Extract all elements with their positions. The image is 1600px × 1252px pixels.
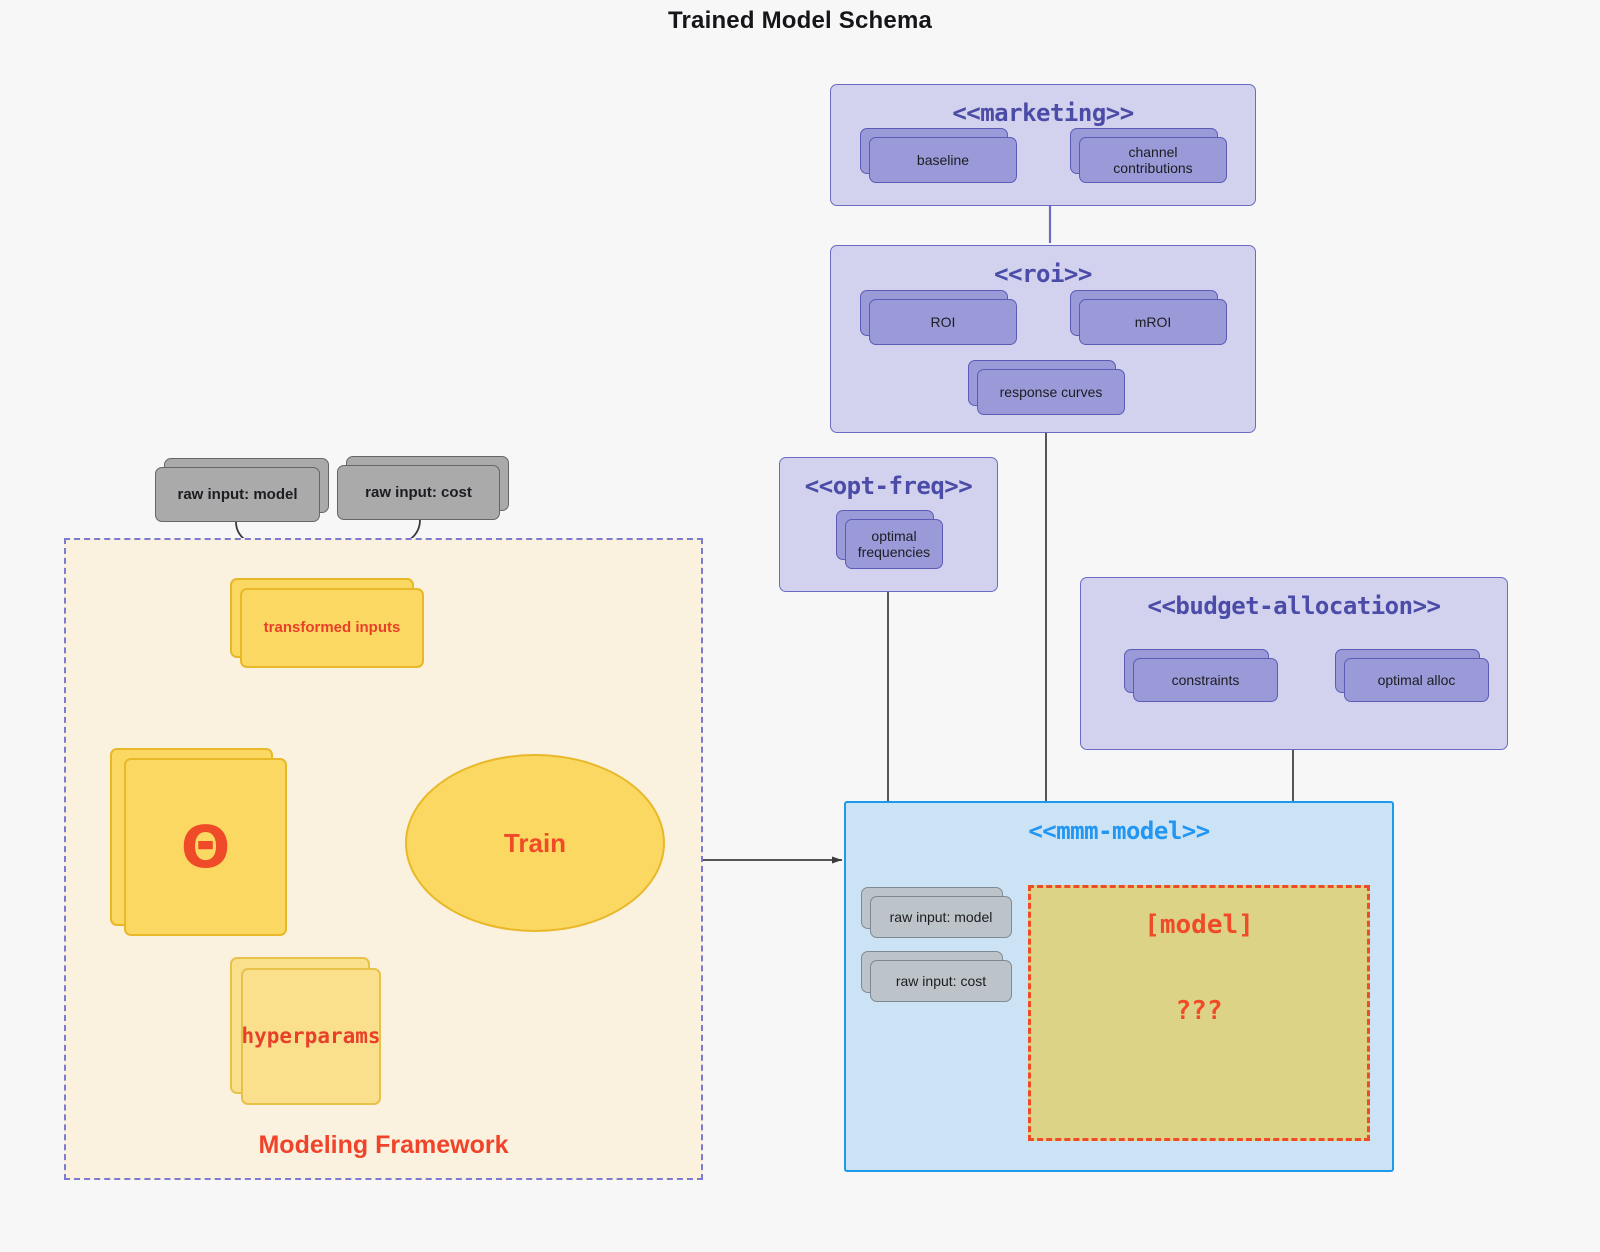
artifact-label: mROI (1134, 313, 1172, 330)
artifact-mroi[interactable]: mROI (1070, 290, 1227, 345)
card-face (870, 960, 1012, 1002)
artifact-roi[interactable]: ROI (860, 290, 1017, 345)
card-face (869, 137, 1017, 183)
modeling-framework-label: Modeling Framework (258, 1131, 509, 1159)
artifact-optimal-frequencies[interactable]: optimal frequencies (836, 510, 943, 569)
artifact-baseline[interactable]: baseline (860, 128, 1017, 183)
card-face (870, 896, 1012, 938)
package-roi[interactable]: <<roi>> ROI mROI response curves (830, 245, 1256, 433)
card-face (869, 299, 1017, 345)
card-face (1079, 299, 1227, 345)
artifact-label: constraints (1171, 671, 1240, 688)
artifact-label-line2: frequencies (857, 544, 931, 560)
card-face (241, 968, 381, 1105)
artifact-label: raw input: model (889, 908, 993, 925)
artifact-label: transformed inputs (263, 619, 401, 637)
package-budget-allocation-title: <<budget-allocation>> (1147, 592, 1441, 620)
package-mmm-model-title: <<mmm-model>> (1028, 817, 1210, 845)
card-face (337, 465, 500, 520)
artifact-label: raw input: model (177, 485, 298, 503)
artifact-hyperparams[interactable]: hyperparams (230, 957, 381, 1105)
artifact-raw-input-cost[interactable]: raw input: cost (337, 456, 509, 520)
artifact-label-line1: optimal (871, 527, 917, 544)
card-face (1133, 658, 1278, 702)
model-unknown-label: ??? (1175, 996, 1223, 1026)
package-opt-freq-title: <<opt-freq>> (804, 472, 973, 500)
artifact-label: channel contributions (1113, 143, 1193, 176)
page-title: Trained Model Schema (667, 7, 933, 34)
card-face (1079, 137, 1227, 183)
artifact-label: hyperparams (241, 1024, 381, 1049)
model-placeholder-box[interactable]: [model] ??? (1028, 885, 1370, 1141)
artifact-label: response curves (999, 383, 1103, 400)
artifact-theta[interactable]: Θ (110, 748, 287, 936)
artifact-raw-input-model[interactable]: raw input: model (155, 458, 329, 522)
package-roi-title: <<roi>> (994, 260, 1092, 288)
card-face (155, 467, 320, 522)
artifact-label: ROI (930, 313, 956, 330)
artifact-optimal-alloc[interactable]: optimal alloc (1335, 649, 1489, 702)
package-marketing-title: <<marketing>> (952, 99, 1134, 127)
package-budget-allocation[interactable]: <<budget-allocation>> constraints optima… (1080, 577, 1508, 750)
package-marketing[interactable]: <<marketing>> baseline channel contribut… (830, 84, 1256, 206)
artifact-label: raw input: cost (365, 483, 472, 501)
package-opt-freq[interactable]: <<opt-freq>> optimal frequencies (779, 457, 998, 592)
package-mmm-model[interactable]: <<mmm-model>> raw input: model raw input… (844, 801, 1394, 1172)
card-face (845, 519, 943, 569)
card-face (240, 588, 424, 668)
artifact-label: optimal alloc (1377, 671, 1456, 688)
artifact-mmm-raw-input-cost[interactable]: raw input: cost (861, 951, 1012, 1002)
artifact-transformed-inputs[interactable]: transformed inputs (230, 578, 424, 668)
artifact-label: raw input: cost (895, 972, 987, 989)
model-title: [model] (1144, 910, 1254, 940)
theta-symbol: Θ (180, 812, 231, 881)
process-train[interactable]: Train (405, 754, 665, 932)
artifact-constraints[interactable]: constraints (1124, 649, 1278, 702)
artifact-response-curves[interactable]: response curves (968, 360, 1125, 415)
artifact-mmm-raw-input-model[interactable]: raw input: model (861, 887, 1012, 938)
artifact-label: optimal frequencies (850, 528, 938, 560)
process-train-label: Train (503, 827, 567, 858)
card-face (977, 369, 1125, 415)
card-face (124, 758, 287, 936)
artifact-channel-contributions[interactable]: channel contributions (1070, 128, 1227, 183)
artifact-label: baseline (916, 151, 970, 168)
card-face (1344, 658, 1489, 702)
